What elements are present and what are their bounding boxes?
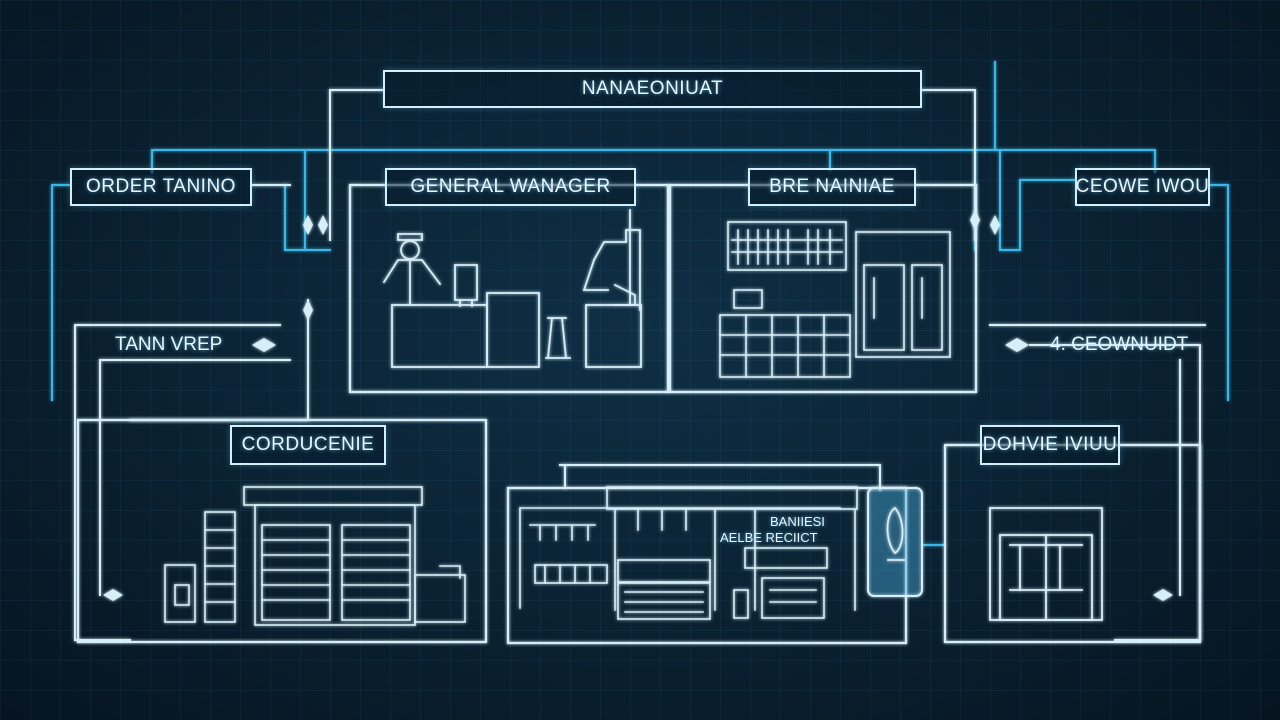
- ceowe-label: CEOWE IWOU: [1075, 168, 1210, 206]
- top-title-text: NANAEONIUAT: [581, 78, 724, 99]
- order-tracking-text: ORDER TANINO: [86, 176, 236, 197]
- bakery-sign-text: BANIIESI: [770, 514, 825, 529]
- general-manager-text: GENERAL WANAGER: [410, 176, 611, 197]
- top-bus-line: [151, 149, 1156, 173]
- ceownuidt-text: 4. CEOWNUIDT: [1050, 334, 1189, 355]
- order-tracking-label: ORDER TANINO: [70, 168, 252, 206]
- maintenance-text: BRE NAINIAE: [769, 176, 895, 197]
- panel-dohvie: [943, 443, 1202, 644]
- corducenie-text: CORDUCENIE: [241, 434, 375, 455]
- panel-corducenie: [76, 418, 488, 644]
- bakery-sign2-text: AELBE RECIICT: [720, 530, 818, 545]
- bakery-scene: [519, 486, 858, 620]
- top-title-label: NANAEONIUAT: [383, 70, 922, 108]
- warehouse-scene: [164, 486, 466, 626]
- diamond-marker: [303, 215, 313, 235]
- ceowe-text: CEOWE IWOU: [1075, 176, 1210, 197]
- connector-diamonds: [103, 210, 1173, 601]
- general-manager-label: GENERAL WANAGER: [385, 168, 636, 206]
- maintenance-label: BRE NAINIAE: [748, 168, 916, 206]
- panels: [76, 183, 1202, 645]
- corducenie-label: CORDUCENIE: [230, 425, 386, 465]
- tablet-device: [867, 487, 923, 597]
- panel-maintenance: [666, 183, 978, 394]
- delivery-scene: [989, 507, 1103, 621]
- tann-vrep-text: TANN VREP: [115, 334, 223, 355]
- dohvie-text: DOHVIE IVIUU: [982, 434, 1118, 455]
- maintenance-scene: [719, 221, 951, 378]
- dohvie-label: DOHVIE IVIUU: [980, 425, 1120, 465]
- cashier-scene: [382, 209, 642, 368]
